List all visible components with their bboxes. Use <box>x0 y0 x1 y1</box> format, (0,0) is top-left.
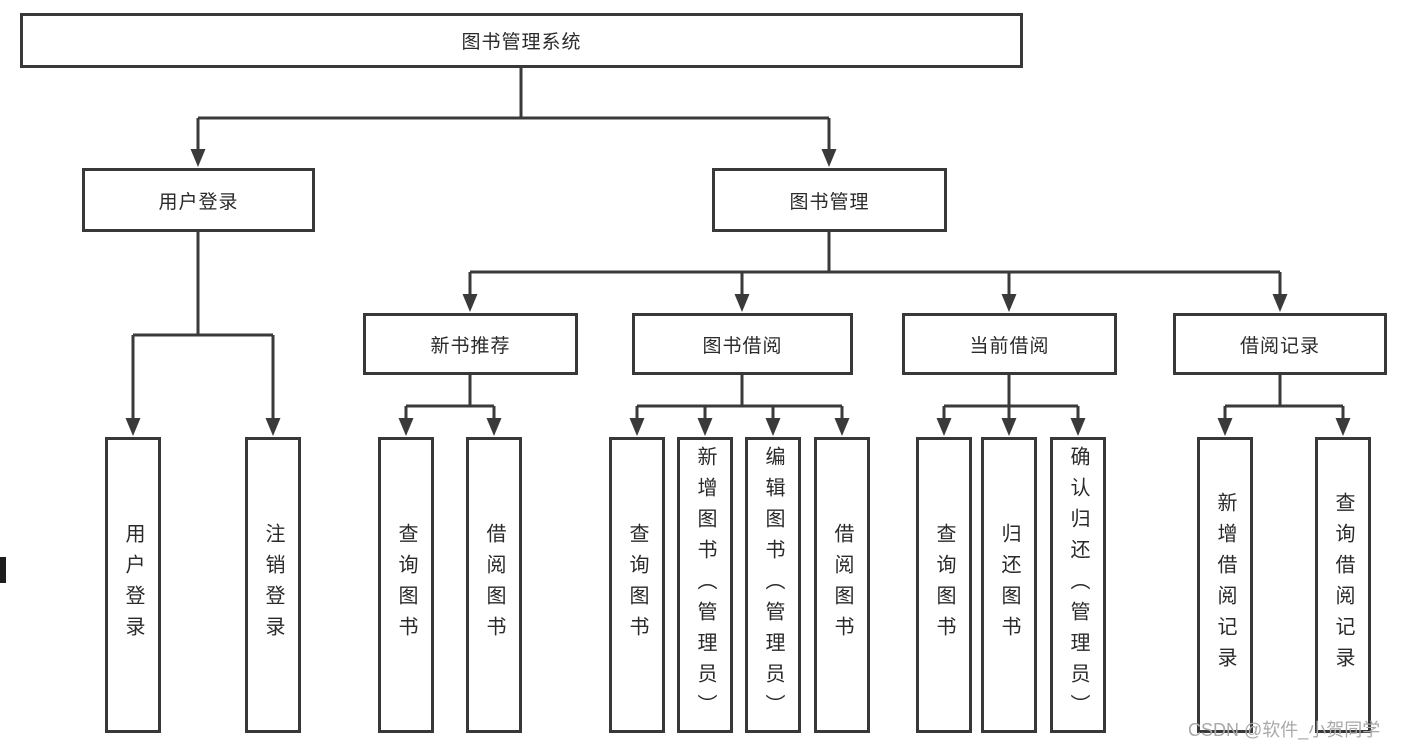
leaf-query-books-recommend: 查询图书 <box>378 437 434 733</box>
left-edge-artifact <box>0 557 6 583</box>
leaf-query-books-borrow: 查询图书 <box>609 437 665 733</box>
node-current-borrow: 当前借阅 <box>902 313 1117 375</box>
leaf-add-borrow-record: 新增借阅记录 <box>1197 437 1253 733</box>
leaf-add-books-admin: 新增图书（管理员） <box>677 437 733 733</box>
csdn-watermark: CSDN @软件_小贺同学 <box>1188 720 1381 740</box>
leaf-edit-books-admin: 编辑图书（管理员） <box>745 437 801 733</box>
leaf-return-books: 归还图书 <box>981 437 1037 733</box>
node-new-book-recommend: 新书推荐 <box>363 313 578 375</box>
leaf-borrow-books: 借阅图书 <box>814 437 870 733</box>
leaf-query-books-current: 查询图书 <box>916 437 972 733</box>
arrowhead-icons <box>125 149 1351 436</box>
node-book-management: 图书管理 <box>712 168 947 232</box>
leaf-logout: 注销登录 <box>245 437 301 733</box>
leaf-borrow-books-recommend: 借阅图书 <box>466 437 522 733</box>
leaf-query-borrow-record: 查询借阅记录 <box>1315 437 1371 733</box>
node-user-login: 用户登录 <box>82 168 315 232</box>
node-book-borrow: 图书借阅 <box>632 313 853 375</box>
node-borrow-records: 借阅记录 <box>1173 313 1387 375</box>
node-library-management-system: 图书管理系统 <box>20 13 1023 68</box>
leaf-confirm-return-admin: 确认归还（管理员） <box>1050 437 1106 733</box>
leaf-user-login: 用户登录 <box>105 437 161 733</box>
